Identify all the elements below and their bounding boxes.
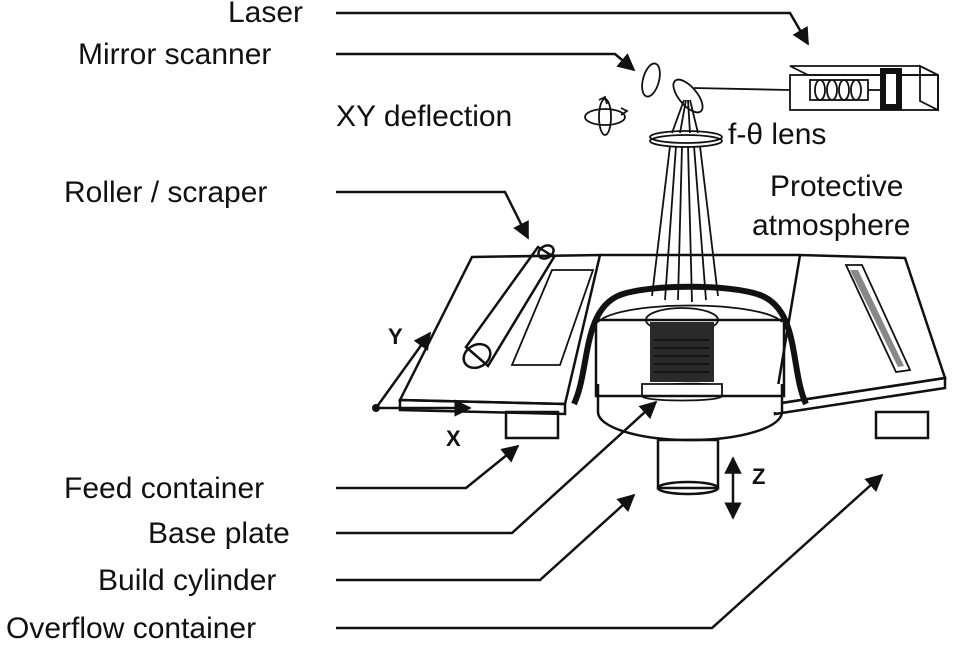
axis-y-label: Y	[388, 324, 403, 349]
label-build-cylinder: Build cylinder	[98, 564, 276, 597]
leader-base-plate	[336, 400, 658, 535]
leader-build-cylinder	[336, 493, 636, 582]
leader-mirror-scanner	[336, 52, 636, 72]
overflow-slot	[844, 264, 912, 373]
z-axis: Z	[724, 456, 765, 520]
scan-beam-upper	[671, 99, 699, 134]
build-platform	[397, 253, 947, 416]
label-laser: Laser	[228, 0, 303, 29]
label-base-plate: Base plate	[148, 517, 290, 550]
xy-deflection-icon	[584, 95, 629, 136]
leader-roller-scraper	[336, 190, 530, 240]
label-overflow-container: Overflow container	[6, 612, 256, 645]
mirror-scanner	[641, 62, 704, 114]
label-feed-container: Feed container	[64, 472, 264, 505]
label-mirror-scanner: Mirror scanner	[78, 38, 271, 71]
label-protective-atmosphere-line2: atmosphere	[752, 209, 910, 242]
label-roller-scraper: Roller / scraper	[64, 176, 267, 209]
f-theta-lens	[649, 130, 723, 148]
feed-powder-strip	[510, 269, 595, 366]
leader-laser	[336, 11, 810, 46]
xy-axes: Y X	[372, 324, 472, 451]
scan-beams	[651, 145, 719, 303]
leader-feed-container	[336, 444, 520, 490]
feed-container	[504, 410, 560, 440]
axis-z-label: Z	[752, 464, 765, 489]
leader-overflow-container	[336, 473, 884, 630]
laser-beam	[693, 87, 791, 91]
overflow-container	[874, 410, 930, 440]
roller-scraper	[462, 244, 556, 370]
label-xy-deflection: XY deflection	[336, 100, 512, 133]
label-protective-atmosphere-line1: Protective	[770, 170, 903, 203]
build-chamber	[571, 283, 809, 442]
build-piston	[656, 438, 720, 496]
laser-unit	[789, 64, 939, 112]
leader-lines	[336, 11, 884, 630]
label-f-theta-lens: f-θ lens	[728, 118, 826, 151]
axis-x-label: X	[446, 426, 461, 451]
